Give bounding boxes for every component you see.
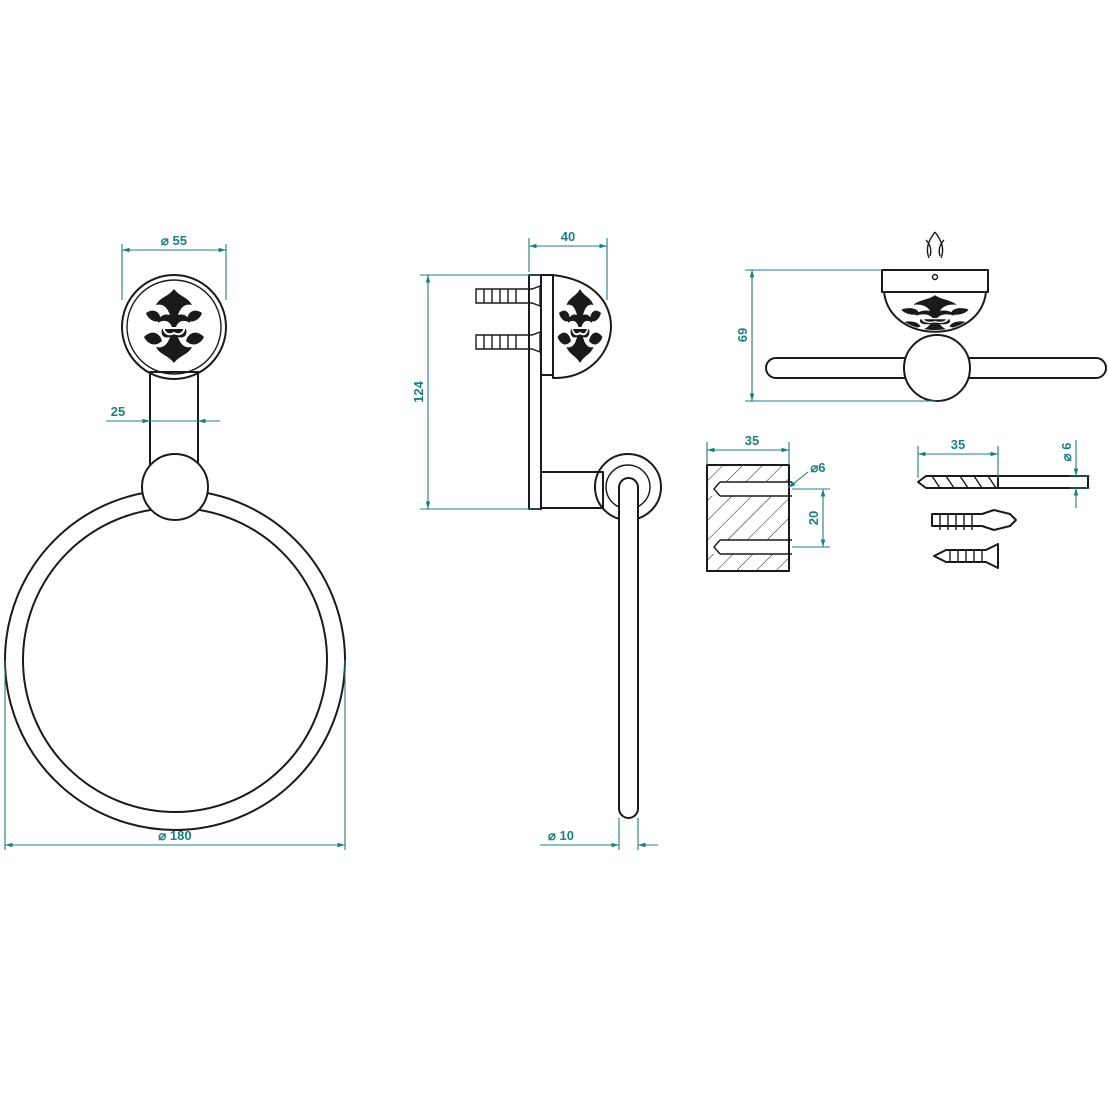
towel-bar-side (618, 477, 639, 819)
dimension-rosette-diameter: ⌀ 55 (121, 233, 227, 300)
dim-label: ⌀ 180 (158, 828, 191, 843)
wall-plug (931, 509, 1017, 531)
dimension-side-depth: 40 (528, 229, 608, 300)
dimension-side-height: 124 (411, 274, 540, 510)
dim-label: 35 (951, 437, 965, 452)
dimension-bar-diameter: ⌀ 10 (540, 818, 658, 850)
dim-label: ⌀ 55 (161, 233, 187, 248)
mounting-block (706, 464, 792, 572)
top-view (765, 231, 1107, 402)
dim-label: 40 (561, 229, 575, 244)
screw (933, 543, 999, 569)
dimension-ring-diameter: ⌀ 180 (4, 660, 346, 850)
top-hub (903, 334, 971, 402)
dim-label: 20 (806, 511, 821, 525)
front-view (4, 274, 346, 831)
rosette-top (883, 291, 987, 333)
dimension-top-height: 69 (735, 269, 937, 402)
dimension-hole-diameter: ⌀6 (787, 460, 826, 489)
rosette-side (552, 274, 612, 380)
dimension-block-width: 35 (706, 433, 790, 465)
dimension-drill-diameter: ⌀ 6 (1059, 440, 1090, 508)
dim-label: 25 (111, 404, 125, 419)
side-view (475, 274, 662, 819)
dimension-stem-width: 25 (106, 404, 220, 424)
dim-label: ⌀ 6 (1059, 443, 1074, 462)
wall-plugs (475, 284, 541, 354)
dimension-drill-length: 35 (917, 437, 999, 478)
ring-hub (141, 453, 209, 521)
dim-label: ⌀ 10 (548, 828, 574, 843)
mounting-plate (528, 274, 542, 510)
dim-label: 124 (411, 380, 426, 402)
dimension-hole-spacing: 20 (792, 488, 830, 548)
top-plate (881, 269, 989, 293)
ring-inner (22, 507, 328, 813)
dim-label: ⌀6 (810, 460, 825, 475)
dim-label: 69 (735, 328, 750, 342)
drill-bit (917, 475, 1089, 489)
ring-outer (4, 489, 346, 831)
rosette-front (121, 274, 227, 380)
dim-label: 35 (745, 433, 759, 448)
